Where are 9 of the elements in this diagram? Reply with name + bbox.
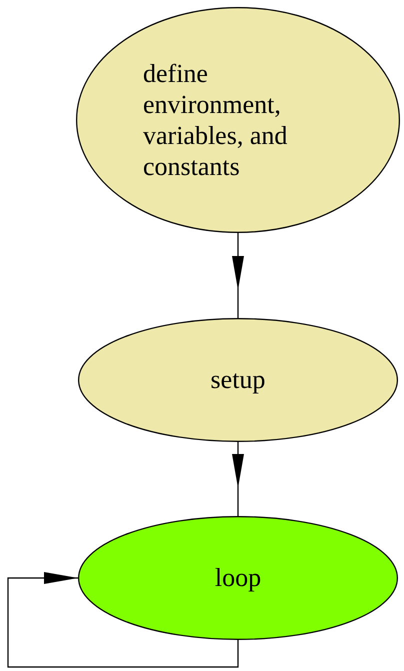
node-label: setup — [210, 364, 266, 396]
arrow — [232, 233, 244, 318]
ellipse-node — [76, 7, 400, 233]
arrow — [7, 572, 239, 668]
node-label: define environment, variables, and constants — [143, 58, 288, 182]
arrow — [232, 442, 244, 516]
node-label: loop — [214, 562, 262, 594]
ellipse-node — [78, 318, 398, 442]
ellipse-node — [78, 516, 398, 640]
